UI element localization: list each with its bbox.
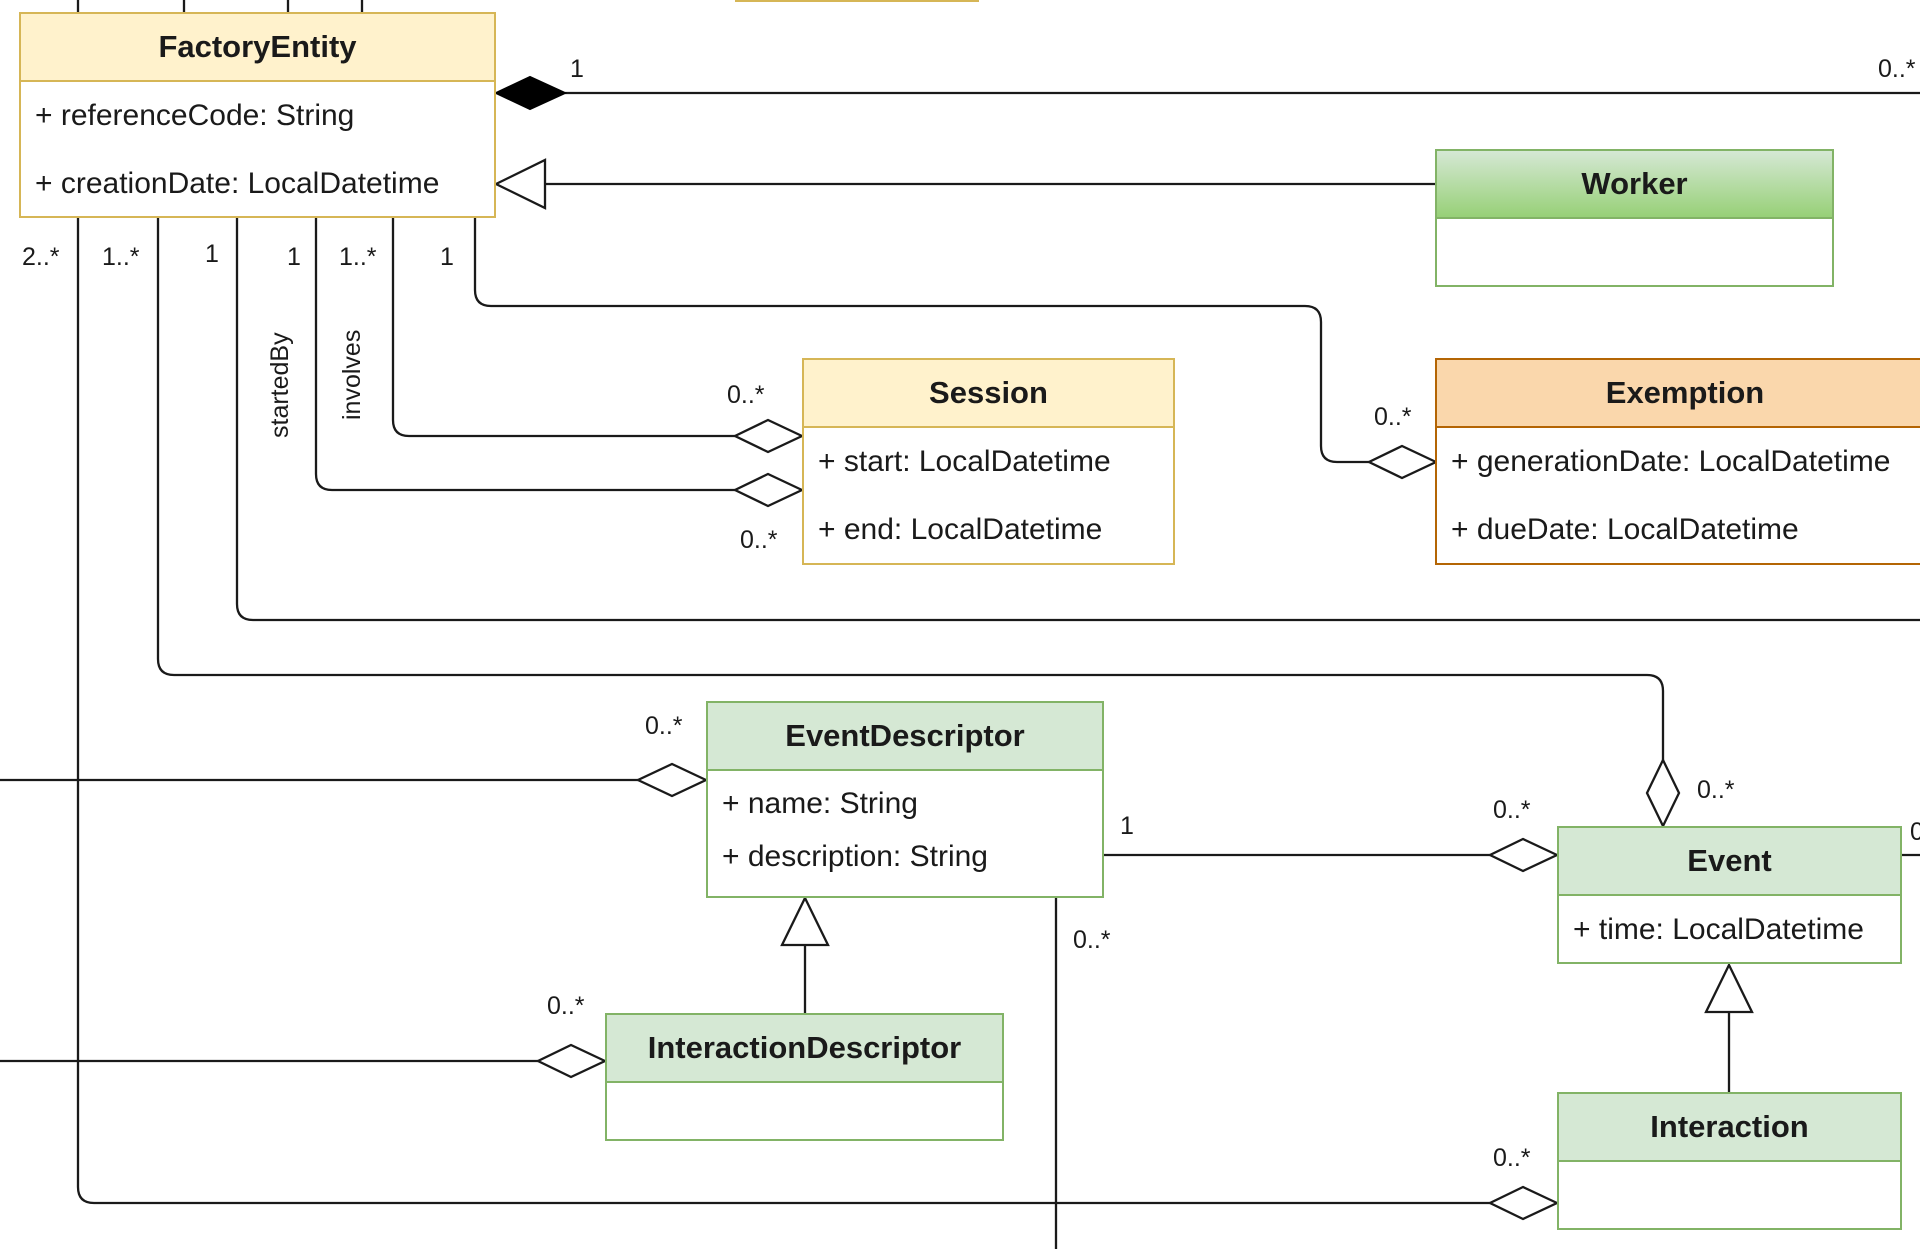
incoming-line-3	[286, 0, 364, 12]
attribute-reference-code: + referenceCode: String	[35, 99, 355, 132]
attribute-start: + start: LocalDatetime	[818, 445, 1111, 478]
class-name: Exemption	[1437, 360, 1920, 428]
composition-diamond	[493, 75, 568, 111]
exemption-aggregation-diamond	[1366, 444, 1439, 480]
mult-descriptor-bottom: 0..*	[1073, 926, 1111, 954]
interaction-aggregation-diamond	[1487, 1185, 1560, 1221]
class-interaction-descriptor[interactable]: InteractionDescriptor	[605, 1013, 1004, 1141]
class-name: Session	[804, 360, 1173, 428]
class-name: EventDescriptor	[708, 703, 1102, 771]
role-started-by: startedBy	[266, 332, 294, 438]
offscreen-class-fragment	[735, 0, 979, 2]
session-aggregation-diamond-bottom	[732, 472, 805, 508]
attribute-name: + name: String	[722, 787, 918, 820]
mult-event-right-edge: 0	[1910, 818, 1920, 846]
event-aggregation-diamond-top	[1645, 757, 1681, 829]
attribute-creation-date: + creationDate: LocalDatetime	[35, 167, 440, 200]
class-name: Event	[1559, 828, 1900, 896]
session-association-top-line	[391, 216, 735, 438]
attribute-description: + description: String	[722, 840, 988, 873]
mult-fe-1-many-b: 1..*	[339, 243, 377, 271]
mult-fe-1-c: 1	[440, 243, 454, 271]
interactiondescriptor-aggregation-diamond	[535, 1043, 608, 1079]
class-session[interactable]: Session + start: LocalDatetime + end: Lo…	[802, 358, 1175, 565]
mult-event-top: 0..*	[1697, 776, 1735, 804]
mult-fe-1-a: 1	[205, 240, 219, 268]
mult-interaction-descriptor: 0..*	[547, 992, 585, 1020]
class-name: Worker	[1437, 151, 1832, 219]
eventdescriptor-aggregation-diamond	[635, 762, 709, 798]
class-exemption[interactable]: Exemption + generationDate: LocalDatetim…	[1435, 358, 1920, 565]
mult-session-bottom: 0..*	[740, 526, 778, 554]
attribute-time: + time: LocalDatetime	[1573, 913, 1864, 946]
session-association-bottom-line	[314, 216, 735, 492]
generalization-triangle-interactiondescriptor	[780, 895, 830, 947]
mult-fe-1-b: 1	[287, 243, 301, 271]
event-association-line	[156, 216, 1665, 760]
mult-fe-2-many: 2..*	[22, 243, 60, 271]
mult-event-descriptor: 0..*	[645, 712, 683, 740]
class-name: Interaction	[1559, 1094, 1900, 1162]
event-aggregation-diamond-left	[1487, 837, 1560, 873]
startedby-association-line	[235, 216, 1920, 622]
mult-session-top: 0..*	[727, 381, 765, 409]
class-name: FactoryEntity	[21, 14, 494, 82]
attribute-due-date: + dueDate: LocalDatetime	[1451, 513, 1799, 546]
attribute-end: + end: LocalDatetime	[818, 513, 1103, 546]
mult-event-left: 0..*	[1493, 796, 1531, 824]
class-event-descriptor[interactable]: EventDescriptor + name: String + descrip…	[706, 701, 1104, 898]
mult-fe-composition: 1	[570, 55, 584, 83]
generalization-triangle-interaction	[1704, 962, 1754, 1014]
mult-descriptor-to-event: 1	[1120, 812, 1134, 840]
mult-exemption: 0..*	[1374, 403, 1412, 431]
mult-interaction: 0..*	[1493, 1144, 1531, 1172]
class-worker[interactable]: Worker	[1435, 149, 1834, 287]
exemption-association-line	[473, 216, 1369, 464]
class-factory-entity[interactable]: FactoryEntity + referenceCode: String + …	[19, 12, 496, 218]
class-interaction[interactable]: Interaction	[1557, 1092, 1902, 1230]
mult-fe-1-many-a: 1..*	[102, 243, 140, 271]
generalization-triangle-worker	[493, 158, 547, 210]
role-involves: involves	[338, 330, 366, 420]
interaction-association-line	[76, 216, 1490, 1205]
attribute-generation-date: + generationDate: LocalDatetime	[1451, 445, 1891, 478]
class-name: InteractionDescriptor	[607, 1015, 1002, 1083]
mult-composition-far: 0..*	[1878, 55, 1916, 83]
class-event[interactable]: Event + time: LocalDatetime	[1557, 826, 1902, 964]
session-aggregation-diamond-top	[732, 418, 805, 454]
